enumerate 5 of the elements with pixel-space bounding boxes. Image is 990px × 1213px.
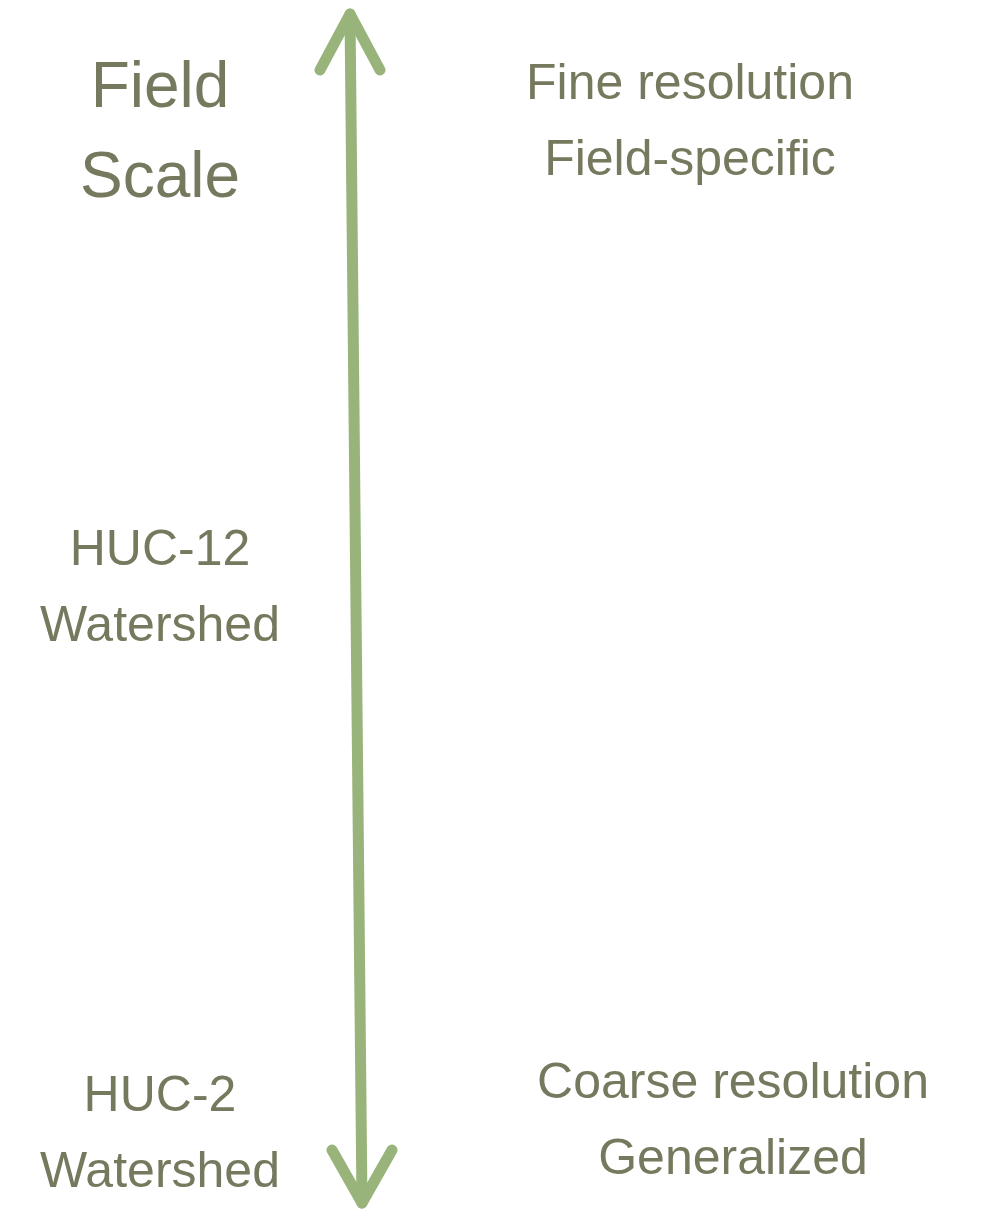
- scale-label: Field Scale: [78, 48, 242, 213]
- scale-label: HUC-2 Watershed: [39, 1065, 281, 1200]
- scale-label: Coarse resolution Generalized: [536, 1052, 930, 1187]
- scale-label: Fine resolution Field-specific: [525, 53, 855, 188]
- scale-label: HUC-12 Watershed: [39, 519, 281, 654]
